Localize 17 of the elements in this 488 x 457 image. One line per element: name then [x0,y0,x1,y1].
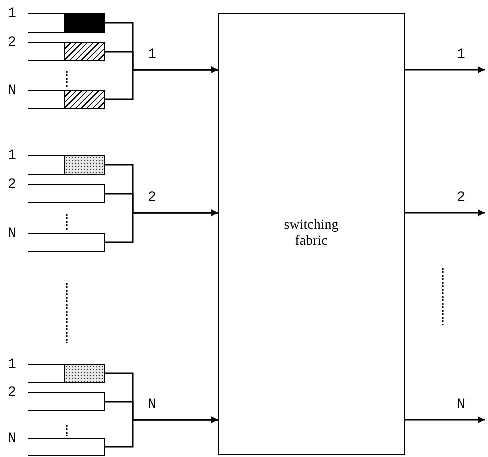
arrow [105,66,218,100]
queue-box [28,42,105,61]
queue-box [28,90,105,109]
arrow [105,210,218,244]
queue-box [28,184,105,203]
queue-box [28,438,105,456]
arrow [405,210,485,216]
queue-box [28,155,105,175]
arrow [405,416,485,424]
switching-fabric-box [218,13,405,455]
queue-box [28,233,105,252]
arrow [405,66,485,74]
fabric-label: switching fabric [283,218,340,250]
queue-box [28,364,105,383]
arrow [105,416,218,448]
queue-box [28,13,105,33]
queue-box [28,392,105,411]
